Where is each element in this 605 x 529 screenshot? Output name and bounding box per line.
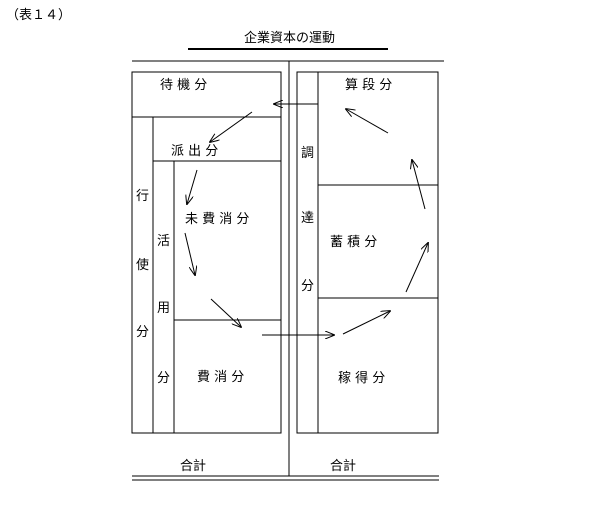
arrow-chikuseki-up: [412, 160, 426, 210]
hishou-label: 費 消 分: [197, 370, 244, 385]
arrow-mihishou-inner: [184, 232, 195, 275]
koushi-box: [131, 116, 282, 434]
koushi-char-2: 使: [136, 257, 149, 273]
arrow-to-hishou: [210, 298, 241, 327]
total-left: 合計: [180, 458, 206, 474]
arrow-katoku-up: [342, 311, 390, 335]
katsuyou-char-3: 分: [157, 371, 170, 386]
katsuyou-char-2: 用: [157, 301, 170, 316]
total-right: 合計: [330, 458, 356, 474]
katsuyou-char-1: 活: [157, 234, 170, 249]
right-box: [296, 71, 439, 434]
chikuseki-label: 蓄 積 分: [330, 235, 377, 250]
arrow-into-chikuseki: [405, 243, 428, 293]
right-block: 調 達 分 算 段 分 蓄 積 分 稼 得 分: [296, 71, 439, 434]
arrow-hade-to-mihishou: [187, 169, 198, 204]
arrow-to-sandan: [346, 109, 389, 134]
taiki-label: 待 機 分: [160, 78, 207, 93]
arrow-taiki-to-hade: [210, 111, 253, 142]
left-block: 待 機 分 行 使 分 派 出 分 活 用 分 未 費 消 分 費 消 分: [131, 71, 282, 434]
katoku-label: 稼 得 分: [338, 370, 385, 386]
chotatsu-char-1: 調: [301, 146, 314, 161]
mihishou-label: 未 費 消 分: [185, 212, 249, 227]
chotatsu-char-2: 達: [301, 211, 314, 226]
koushi-char-3: 分: [136, 325, 149, 340]
chotatsu-char-3: 分: [301, 279, 314, 294]
flow-arrows: [184, 104, 428, 335]
diagram-title: 企業資本の運動: [244, 30, 335, 46]
hade-label: 派 出 分: [171, 144, 218, 159]
table-label: （表１４）: [6, 8, 71, 23]
koushi-char-1: 行: [136, 189, 149, 204]
sandan-label: 算 段 分: [345, 78, 392, 93]
